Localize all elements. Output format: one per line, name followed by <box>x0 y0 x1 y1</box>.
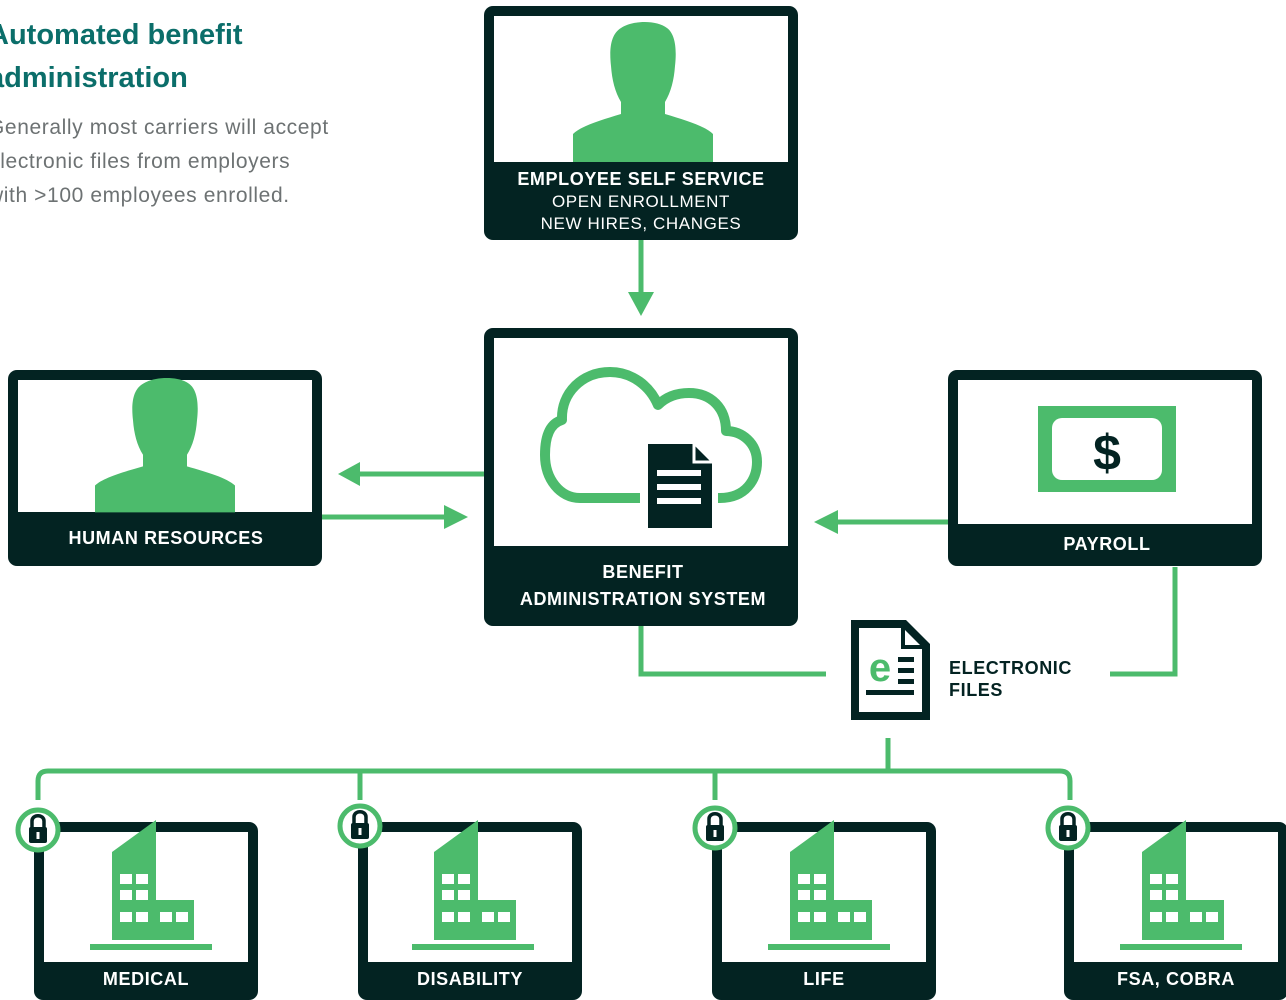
intro-title-line1: Automated benefit <box>0 19 243 51</box>
carrier-card-life: LIFE <box>712 820 936 1000</box>
carrier-card-medical: MEDICAL <box>34 820 258 1000</box>
bas-line1: BENEFIT <box>602 562 683 582</box>
electronic-files-line2: FILES <box>949 680 1003 700</box>
carrier-card-disability: DISABILITY <box>358 820 582 1000</box>
arrowheads <box>338 292 838 534</box>
intro-body-line2: electronic files from employers <box>0 150 290 173</box>
padlock-icon <box>340 806 380 846</box>
benefit-system-card: BENEFIT ADMINISTRATION SYSTEM <box>484 328 798 626</box>
intro-body-line3: with >100 employees enrolled. <box>0 184 290 207</box>
carrier-label: FSA, COBRA <box>1117 969 1235 989</box>
intro-title-line2: administration <box>0 62 188 94</box>
padlock-icon <box>1048 808 1088 848</box>
e-glyph: e <box>869 646 891 690</box>
bas-line2: ADMINISTRATION SYSTEM <box>520 589 766 609</box>
payroll-title: PAYROLL <box>1063 534 1150 554</box>
ess-title: EMPLOYEE SELF SERVICE <box>517 169 764 189</box>
connectors <box>35 240 1178 800</box>
ess-line2: OPEN ENROLLMENT <box>552 192 730 211</box>
hr-title: HUMAN RESOURCES <box>68 528 263 548</box>
carrier-card-fsa-cobra: FSA, COBRA <box>1064 820 1286 1000</box>
intro-body-line1: Generally most carriers will accept <box>0 116 329 139</box>
employee-self-service-card: EMPLOYEE SELF SERVICE OPEN ENROLLMENT NE… <box>484 6 798 240</box>
human-resources-card: HUMAN RESOURCES <box>8 370 322 566</box>
electronic-files-line1: ELECTRONIC <box>949 658 1072 678</box>
dollar-bill-icon: $ <box>1038 406 1176 492</box>
dollar-sign: $ <box>1093 425 1121 481</box>
electronic-file-icon: e <box>851 620 930 720</box>
carrier-label: MEDICAL <box>103 969 189 989</box>
carrier-label: LIFE <box>803 969 844 989</box>
padlock-icon <box>18 810 58 850</box>
carrier-label: DISABILITY <box>417 969 523 989</box>
ess-line3: NEW HIRES, CHANGES <box>541 214 742 233</box>
cloud-document-icon <box>540 367 762 532</box>
padlock-icon <box>695 808 735 848</box>
payroll-card: $ PAYROLL <box>948 370 1262 566</box>
